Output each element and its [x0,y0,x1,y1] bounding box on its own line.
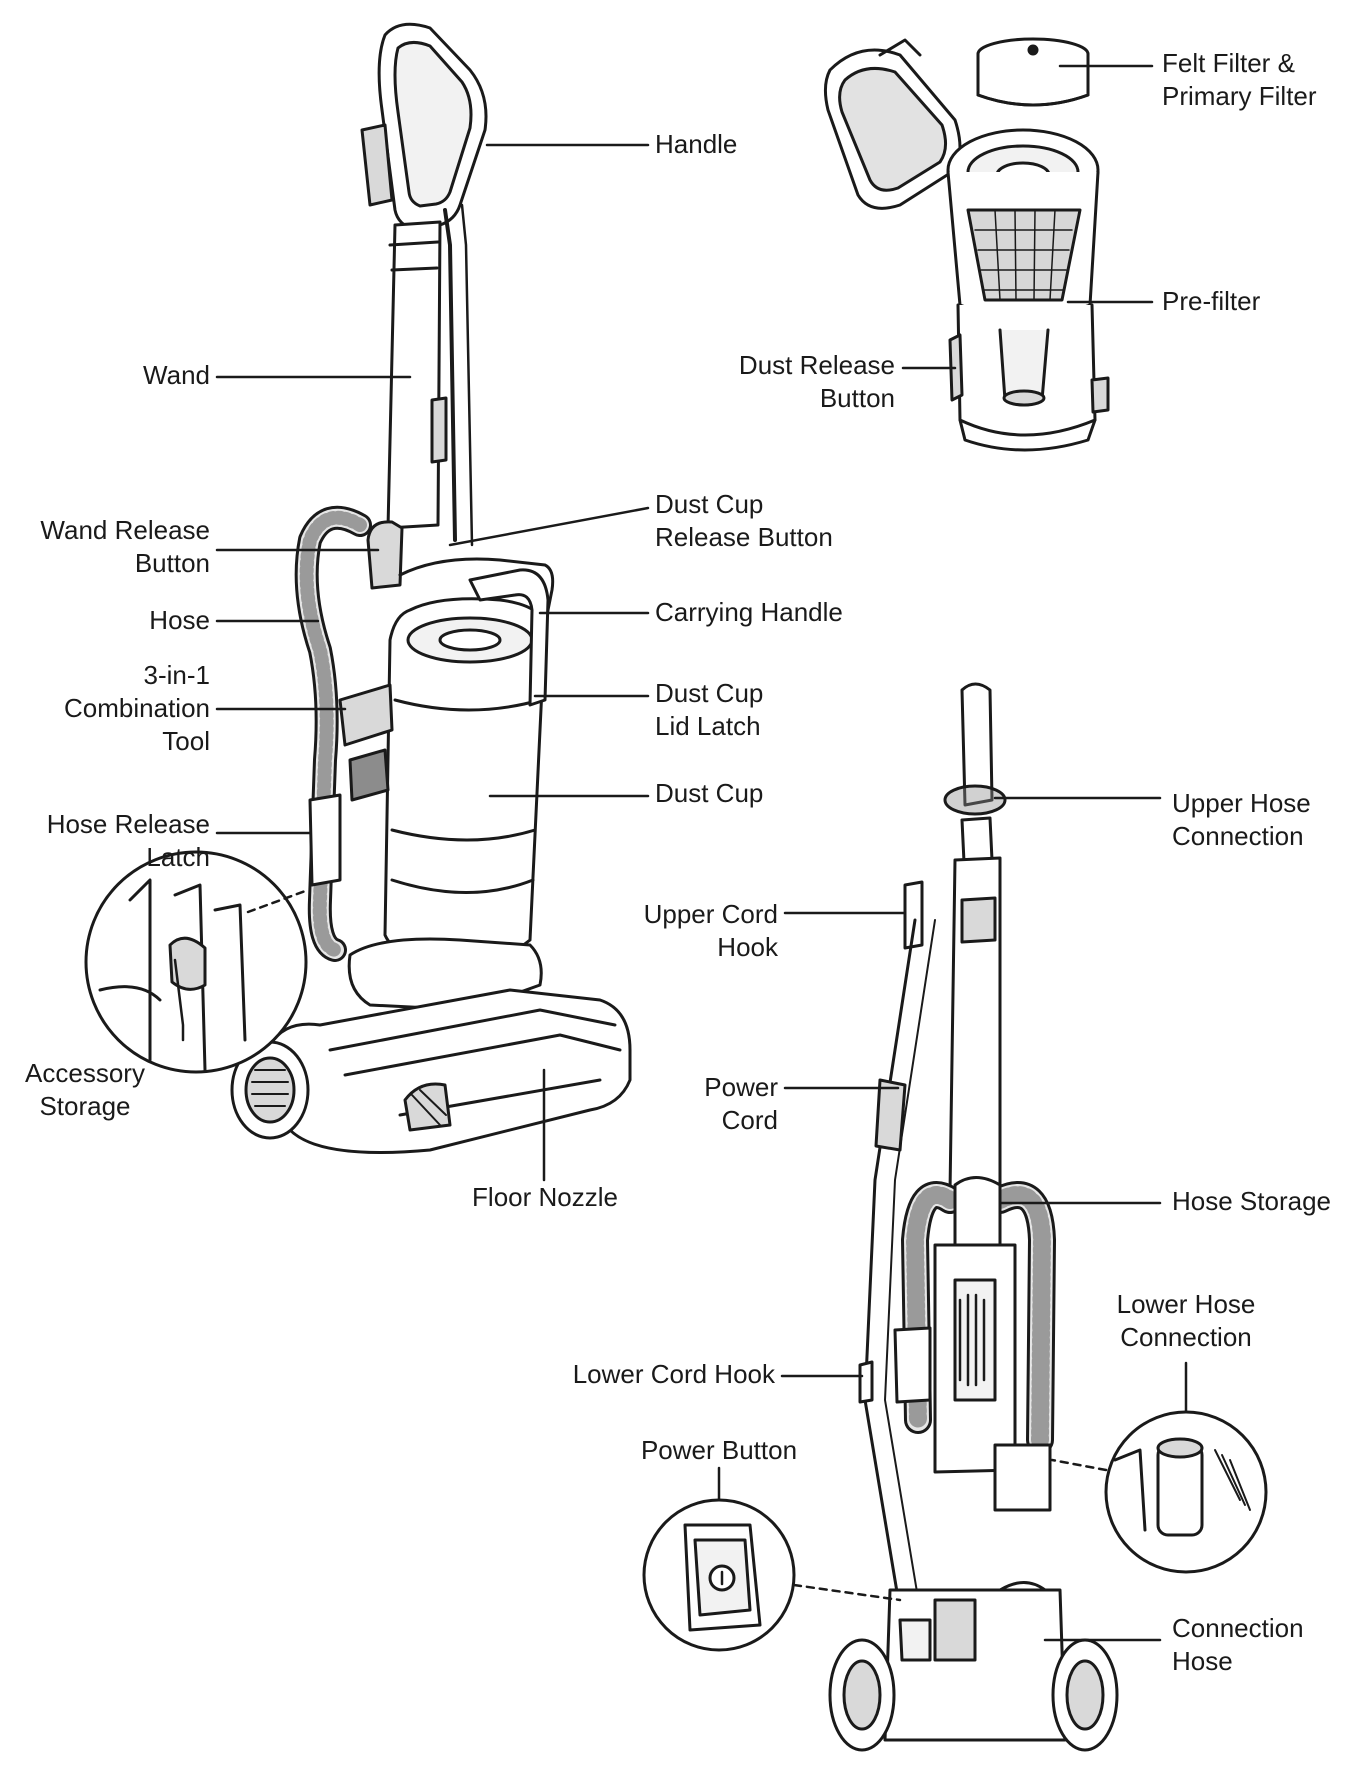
lower-hose-connection-inset [1050,1410,1268,1574]
front-view-vacuum [230,22,632,1154]
label-carrying-handle: Carrying Handle [655,597,843,627]
leader-lines [173,64,1188,1642]
wand-tube [386,220,442,530]
label-felt-filter: Felt Filter & Primary Filter [1162,48,1317,111]
accessory-storage-inset [84,850,310,1074]
filter-assembly [823,37,1110,452]
label-wand: Wand [143,360,210,390]
label-dust-cup: Dust Cup [655,778,764,808]
label-upper-hose-connection: Upper Hose Connection [1172,788,1311,851]
label-connection-hose: Connection Hose [1172,1613,1304,1676]
label-power-cord: Power Cord [704,1072,778,1135]
front-carrying-handle [468,568,550,707]
label-floor-nozzle: Floor Nozzle [472,1182,618,1212]
label-hose-release-latch: Hose Release Latch [46,809,210,872]
leader-accessory [173,958,185,1042]
front-floor-nozzle [268,988,632,1154]
label-hose-storage: Hose Storage [1172,1186,1331,1216]
label-handle: Handle [655,129,738,159]
label-upper-cord-hook: Upper Cord Hook [643,899,778,962]
rear-view-vacuum [828,682,1119,1752]
label-lower-cord-hook: Lower Cord Hook [572,1359,775,1389]
label-lower-hose-connection: Lower Hose Connection [1116,1289,1256,1352]
label-power-button: Power Button [640,1435,798,1465]
leader-dust-cup-release [448,506,650,547]
label-accessory-storage: Accessory Storage [25,1058,145,1121]
label-dust-release-button: Dust Release Button [738,350,895,413]
label-combination-tool: 3-in-1 Combination Tool [64,660,210,756]
label-wand-release-button: Wand Release Button [40,515,210,578]
label-hose: Hose [149,605,210,635]
power-button-inset [642,1498,902,1652]
label-dust-cup-release-button: Dust Cup Release Button [655,489,833,552]
label-pre-filter: Pre-filter [1162,286,1261,316]
label-dust-cup-lid-latch: Dust Cup Lid Latch [655,678,764,741]
rear-power-cord [863,918,917,1612]
